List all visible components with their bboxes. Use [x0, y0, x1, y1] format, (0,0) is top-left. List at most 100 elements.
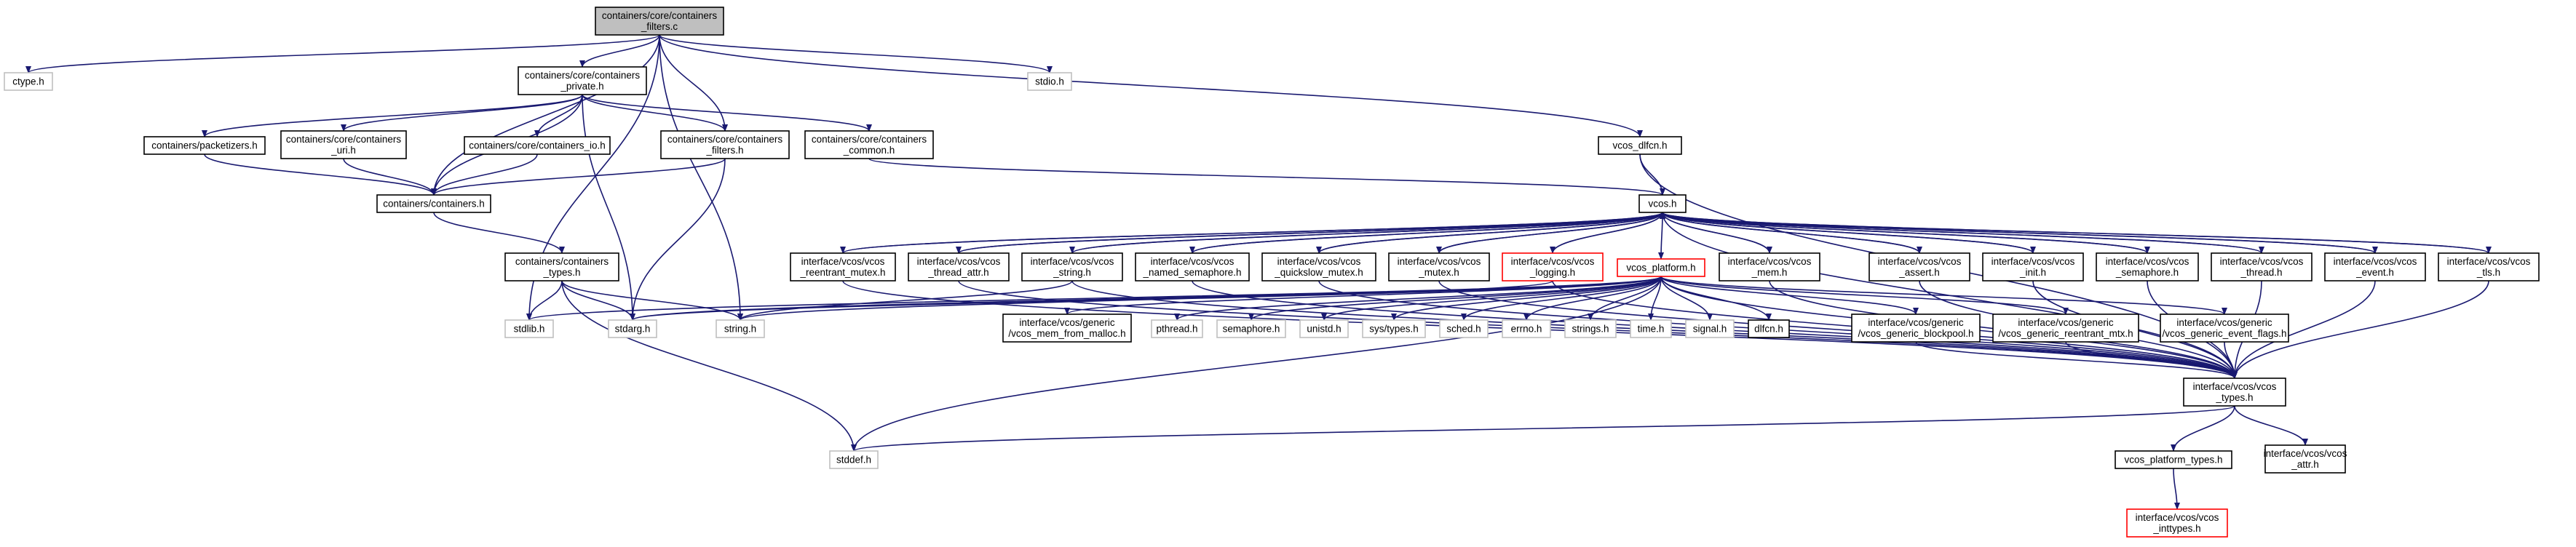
node-stddef[interactable]: stddef.h [829, 450, 879, 469]
node-io[interactable]: containers/core/containers_io.h [464, 136, 611, 155]
node-vtypes[interactable]: interface/vcos/vcos_types.h [2183, 378, 2286, 407]
node-ptypes[interactable]: vcos_platform_types.h [2115, 450, 2232, 469]
edge-root-to-string [659, 34, 743, 321]
edge-root-to-priv [579, 34, 660, 68]
node-vsem[interactable]: interface/vcos/vcos_semaphore.h [2096, 252, 2199, 282]
edge-ptypes-to-inttypes [2173, 468, 2180, 510]
node-vthread[interactable]: interface/vcos/vcos_thread.h [2211, 252, 2313, 282]
node-box [2324, 252, 2426, 282]
node-dlfcn_h[interactable]: vcos_dlfcn.h [1598, 136, 1682, 155]
node-vmem[interactable]: interface/vcos/vcos_mem.h [1719, 252, 1820, 282]
node-common[interactable]: containers/core/containers_common.h [804, 130, 934, 159]
node-dlfcn[interactable]: dlfcn.h [1748, 319, 1790, 338]
node-box [2115, 450, 2232, 469]
edge-vtypes-to-stddef [851, 405, 2235, 452]
node-pthread[interactable]: pthread.h [1151, 319, 1203, 338]
node-box [1992, 314, 2139, 343]
edge-platform-to-evflags [1660, 276, 2227, 315]
edge-vsem-to-vcos [1660, 212, 2148, 254]
node-stdarg[interactable]: stdarg.h [608, 319, 657, 338]
node-box [4, 72, 53, 91]
node-label: vcos.h [1648, 199, 1676, 209]
edge-platform-to-errno [1523, 276, 1662, 321]
node-label: semaphore.h [1223, 324, 1280, 335]
node-pack[interactable]: containers/packetizers.h [143, 136, 266, 155]
node-label: sys/types.h [1369, 324, 1419, 335]
edge-ctypes-to-stdlib [526, 280, 563, 321]
node-vinit[interactable]: interface/vcos/vcos_init.h [1982, 252, 2084, 282]
node-blockpool[interactable]: interface/vcos/generic/vcos_generic_bloc… [1851, 314, 1981, 343]
node-priv[interactable]: containers/core/containers_private.h [518, 66, 647, 95]
node-stdio[interactable]: stdio.h [1027, 72, 1072, 91]
edge-quick-to-vcos [1318, 212, 1665, 254]
node-systypes[interactable]: sys/types.h [1362, 319, 1426, 338]
node-platform[interactable]: vcos_platform.h [1617, 258, 1705, 277]
node-box [908, 252, 1010, 282]
node-box [1982, 252, 2084, 282]
node-box [280, 130, 407, 159]
node-time[interactable]: time.h [1630, 319, 1672, 338]
edge-blockpool-to-vtypes [1915, 341, 2238, 379]
node-unistd[interactable]: unistd.h [1299, 319, 1349, 338]
edge-platform-to-pthread [1174, 276, 1662, 321]
edge-priv-to-filt [582, 94, 728, 132]
node-box [376, 194, 491, 213]
node-label: interface/vcos/vcos [1031, 256, 1114, 267]
node-vattr[interactable]: interface/vcos/vcos_attr.h [2264, 444, 2347, 474]
node-signal[interactable]: signal.h [1685, 319, 1735, 338]
node-box [660, 130, 790, 159]
node-box [1630, 319, 1672, 338]
node-label: interface/vcos/vcos [917, 256, 1001, 267]
node-sched[interactable]: sched.h [1439, 319, 1489, 338]
node-root[interactable]: containers/core/containers_filters.c [595, 7, 724, 36]
node-semaphore[interactable]: semaphore.h [1216, 319, 1286, 338]
edge-vevent-to-vtypes [2232, 280, 2376, 379]
node-errno[interactable]: errno.h [1502, 319, 1551, 338]
node-vassert[interactable]: interface/vcos/vcos_assert.h [1868, 252, 1970, 282]
node-label: _attr.h [2291, 459, 2319, 470]
node-vevent[interactable]: interface/vcos/vcos_event.h [2324, 252, 2426, 282]
node-label: time.h [1638, 324, 1665, 335]
node-label: containers/core/containers [286, 134, 402, 145]
node-vmutex[interactable]: interface/vcos/vcos_mutex.h [1388, 252, 1490, 282]
node-label: vcos_platform.h [1626, 263, 1695, 274]
node-cont[interactable]: containers/containers.h [376, 194, 491, 213]
node-ctypes[interactable]: containers/containers_types.h [504, 252, 619, 282]
node-label: _filters.h [705, 145, 743, 156]
edge-ctypes-to-string [561, 280, 743, 321]
node-box [1638, 194, 1687, 213]
edge-reent-to-vcos [842, 212, 1665, 254]
node-reentmtx[interactable]: interface/vcos/generic/vcos_generic_reen… [1992, 314, 2139, 343]
node-vstring[interactable]: interface/vcos/vcos_string.h [1021, 252, 1123, 282]
node-label: _private.h [560, 81, 603, 92]
node-logging[interactable]: interface/vcos/vcos_logging.h [1502, 252, 1604, 282]
node-strings[interactable]: strings.h [1564, 319, 1617, 338]
edge-vstring-to-string [737, 280, 1073, 321]
node-label: _types.h [2215, 392, 2253, 403]
node-string[interactable]: string.h [716, 319, 765, 338]
node-memmalloc[interactable]: interface/vcos/generic/vcos_mem_from_mal… [1002, 314, 1132, 343]
edge-root-to-filt [659, 34, 728, 132]
node-label: _mutex.h [1418, 267, 1459, 278]
node-stdlib[interactable]: stdlib.h [504, 319, 554, 338]
node-box [1021, 252, 1123, 282]
node-thrattr[interactable]: interface/vcos/vcos_thread_attr.h [908, 252, 1010, 282]
node-vcos[interactable]: vcos.h [1638, 194, 1687, 213]
edge-ctypes-to-stddef [561, 280, 857, 452]
node-evflags[interactable]: interface/vcos/generic/vcos_generic_even… [2160, 314, 2289, 343]
node-inttypes[interactable]: interface/vcos/vcos_inttypes.h [2126, 508, 2228, 538]
node-box [2160, 314, 2289, 343]
node-quick[interactable]: interface/vcos/vcos_quickslow_mutex.h [1261, 252, 1376, 282]
node-uri[interactable]: containers/core/containers_uri.h [280, 130, 407, 159]
edge-vtls-to-vtypes [2232, 280, 2489, 379]
node-label: signal.h [1693, 324, 1727, 335]
node-box [1216, 319, 1286, 338]
node-vtls[interactable]: interface/vcos/vcos_tls.h [2438, 252, 2540, 282]
edge-platform-to-memmalloc [1064, 276, 1662, 315]
node-reent[interactable]: interface/vcos/vcos_reentrant_mutex.h [790, 252, 896, 282]
node-named[interactable]: interface/vcos/vcos_named_semaphore.h [1135, 252, 1250, 282]
node-ctype[interactable]: ctype.h [4, 72, 53, 91]
node-label: containers/core/containers [667, 134, 783, 145]
edge-platform-to-signal [1660, 276, 1713, 321]
node-filt[interactable]: containers/core/containers_filters.h [660, 130, 790, 159]
